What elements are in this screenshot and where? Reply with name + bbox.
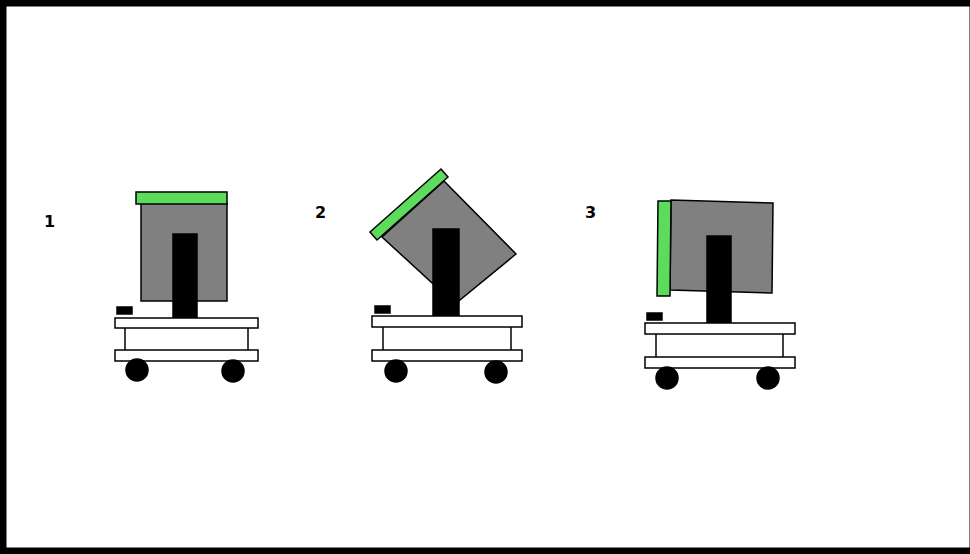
figure-number: 1	[44, 214, 55, 230]
figure-number: 3	[585, 205, 596, 221]
cart-three	[645, 200, 795, 389]
figure-number: 2	[315, 205, 326, 221]
frame	[3, 3, 970, 551]
cart-two	[370, 169, 522, 383]
cart-one	[115, 192, 258, 382]
